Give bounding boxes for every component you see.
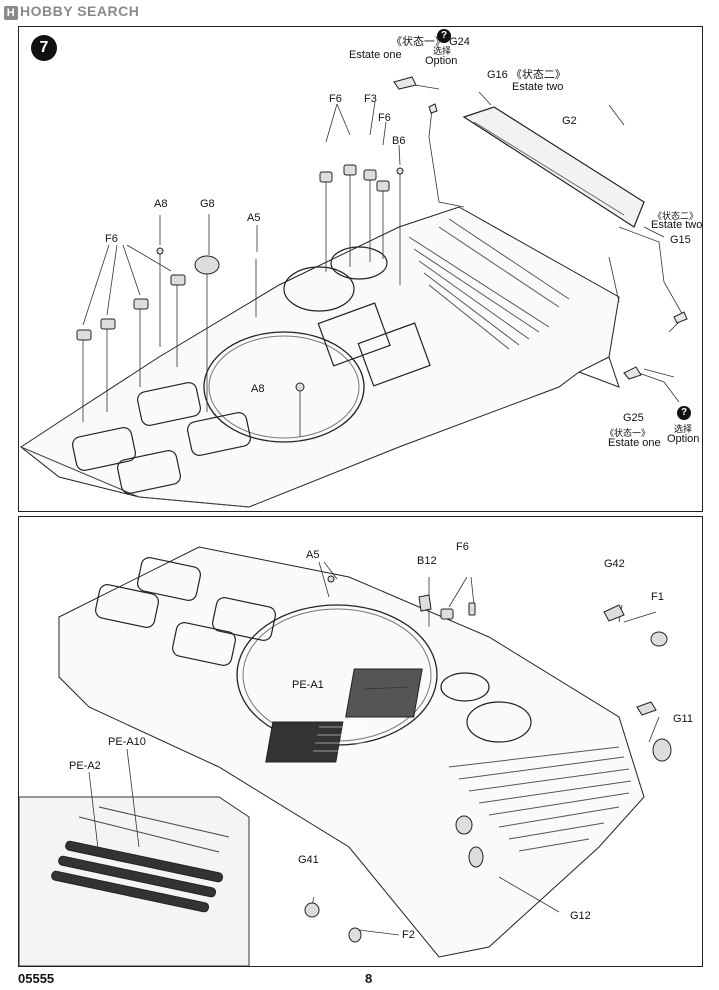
label-f2: F2 <box>402 929 415 941</box>
label-a8: A8 <box>154 198 168 210</box>
option-mark-icon-2: ? <box>677 406 691 420</box>
label-f6-lower: F6 <box>456 541 469 553</box>
label-g24-state: 《状态一》 <box>391 36 446 48</box>
watermark-logo-icon: H <box>4 6 18 20</box>
label-g24-estate: Estate one <box>349 49 402 61</box>
label-g16-estate: Estate two <box>512 81 564 93</box>
upper-hull-illustration <box>20 76 688 508</box>
label-g25-state: 《状态一》 <box>605 428 651 438</box>
label-g16: G16 《状态二》 <box>487 69 566 81</box>
label-f6-top: F6 <box>329 93 342 105</box>
label-g8: G8 <box>200 198 215 210</box>
label-g2: G2 <box>562 115 577 127</box>
label-g15-estate: Estate two <box>651 219 703 231</box>
step-7-upper-panel: 7 《状态一》 G24 Estate one ? 选择 Option G16 《… <box>18 26 703 512</box>
option-cn-label: 选择 <box>433 46 452 56</box>
watermark-text: HOBBY SEARCH <box>20 3 140 19</box>
label-pe-a10: PE-A10 <box>108 736 146 748</box>
label-g25-estate: Estate one <box>608 437 661 449</box>
lower-hull-illustration <box>19 546 672 966</box>
label-g41: G41 <box>298 854 319 866</box>
label-f6-left: F6 <box>105 233 118 245</box>
label-f1: F1 <box>651 591 664 603</box>
footer-page-number: 8 <box>365 971 373 986</box>
label-b12: B12 <box>417 555 437 567</box>
label-g12: G12 <box>570 910 591 922</box>
label-g15: G15 <box>670 234 691 246</box>
label-g16-part: G16 <box>487 69 508 81</box>
footer-code: 05555 <box>18 971 55 986</box>
label-a5: A5 <box>247 212 261 224</box>
label-pe-a2: PE-A2 <box>69 760 101 772</box>
step-number-badge: 7 <box>31 35 57 61</box>
option-cn-label-2: 选择 <box>674 424 693 434</box>
label-g42: G42 <box>604 558 625 570</box>
label-f6-mid: F6 <box>378 112 391 124</box>
step-7-lower-panel: A5 B12 F6 G42 F1 PE-A1 PE-A10 PE-A2 G11 … <box>18 516 703 967</box>
label-g15-state: 《状态二》 <box>653 211 699 221</box>
option-mark-icon: ? <box>437 29 451 43</box>
option-label: Option <box>425 55 458 67</box>
label-f3: F3 <box>364 93 377 105</box>
label-g16-state: 《状态二》 <box>510 69 566 81</box>
option-label-2: Option <box>667 433 700 445</box>
label-pe-a1: PE-A1 <box>292 679 324 691</box>
label-b6: B6 <box>392 135 406 147</box>
label-a5-lower: A5 <box>306 549 320 561</box>
label-g11: G11 <box>673 713 693 725</box>
label-g24: 《状态一》 G24 <box>391 36 470 48</box>
label-a8-center: A8 <box>251 383 265 395</box>
label-g25: G25 <box>623 412 644 424</box>
label-g24-part: G24 <box>449 36 470 48</box>
